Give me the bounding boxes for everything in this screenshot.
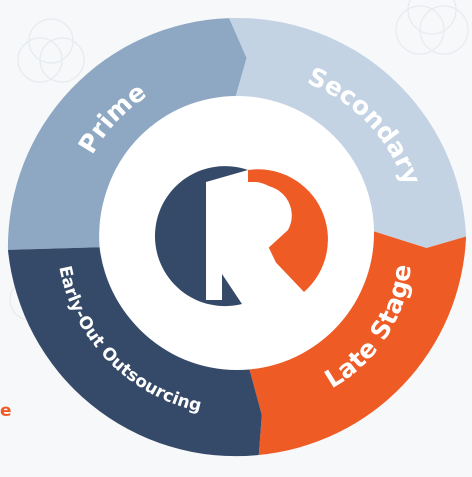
cycle-ring (7, 17, 467, 457)
edge-text-fragment: e (0, 401, 12, 421)
segment-prime (7, 18, 247, 250)
logo-letter-r (206, 182, 294, 300)
logo-right-half (248, 169, 328, 292)
logo-left-half (154, 166, 248, 307)
segment-secondary (229, 17, 467, 248)
segment-late-stage (248, 231, 467, 455)
center-logo (154, 166, 328, 307)
segment-early-out (7, 247, 262, 457)
